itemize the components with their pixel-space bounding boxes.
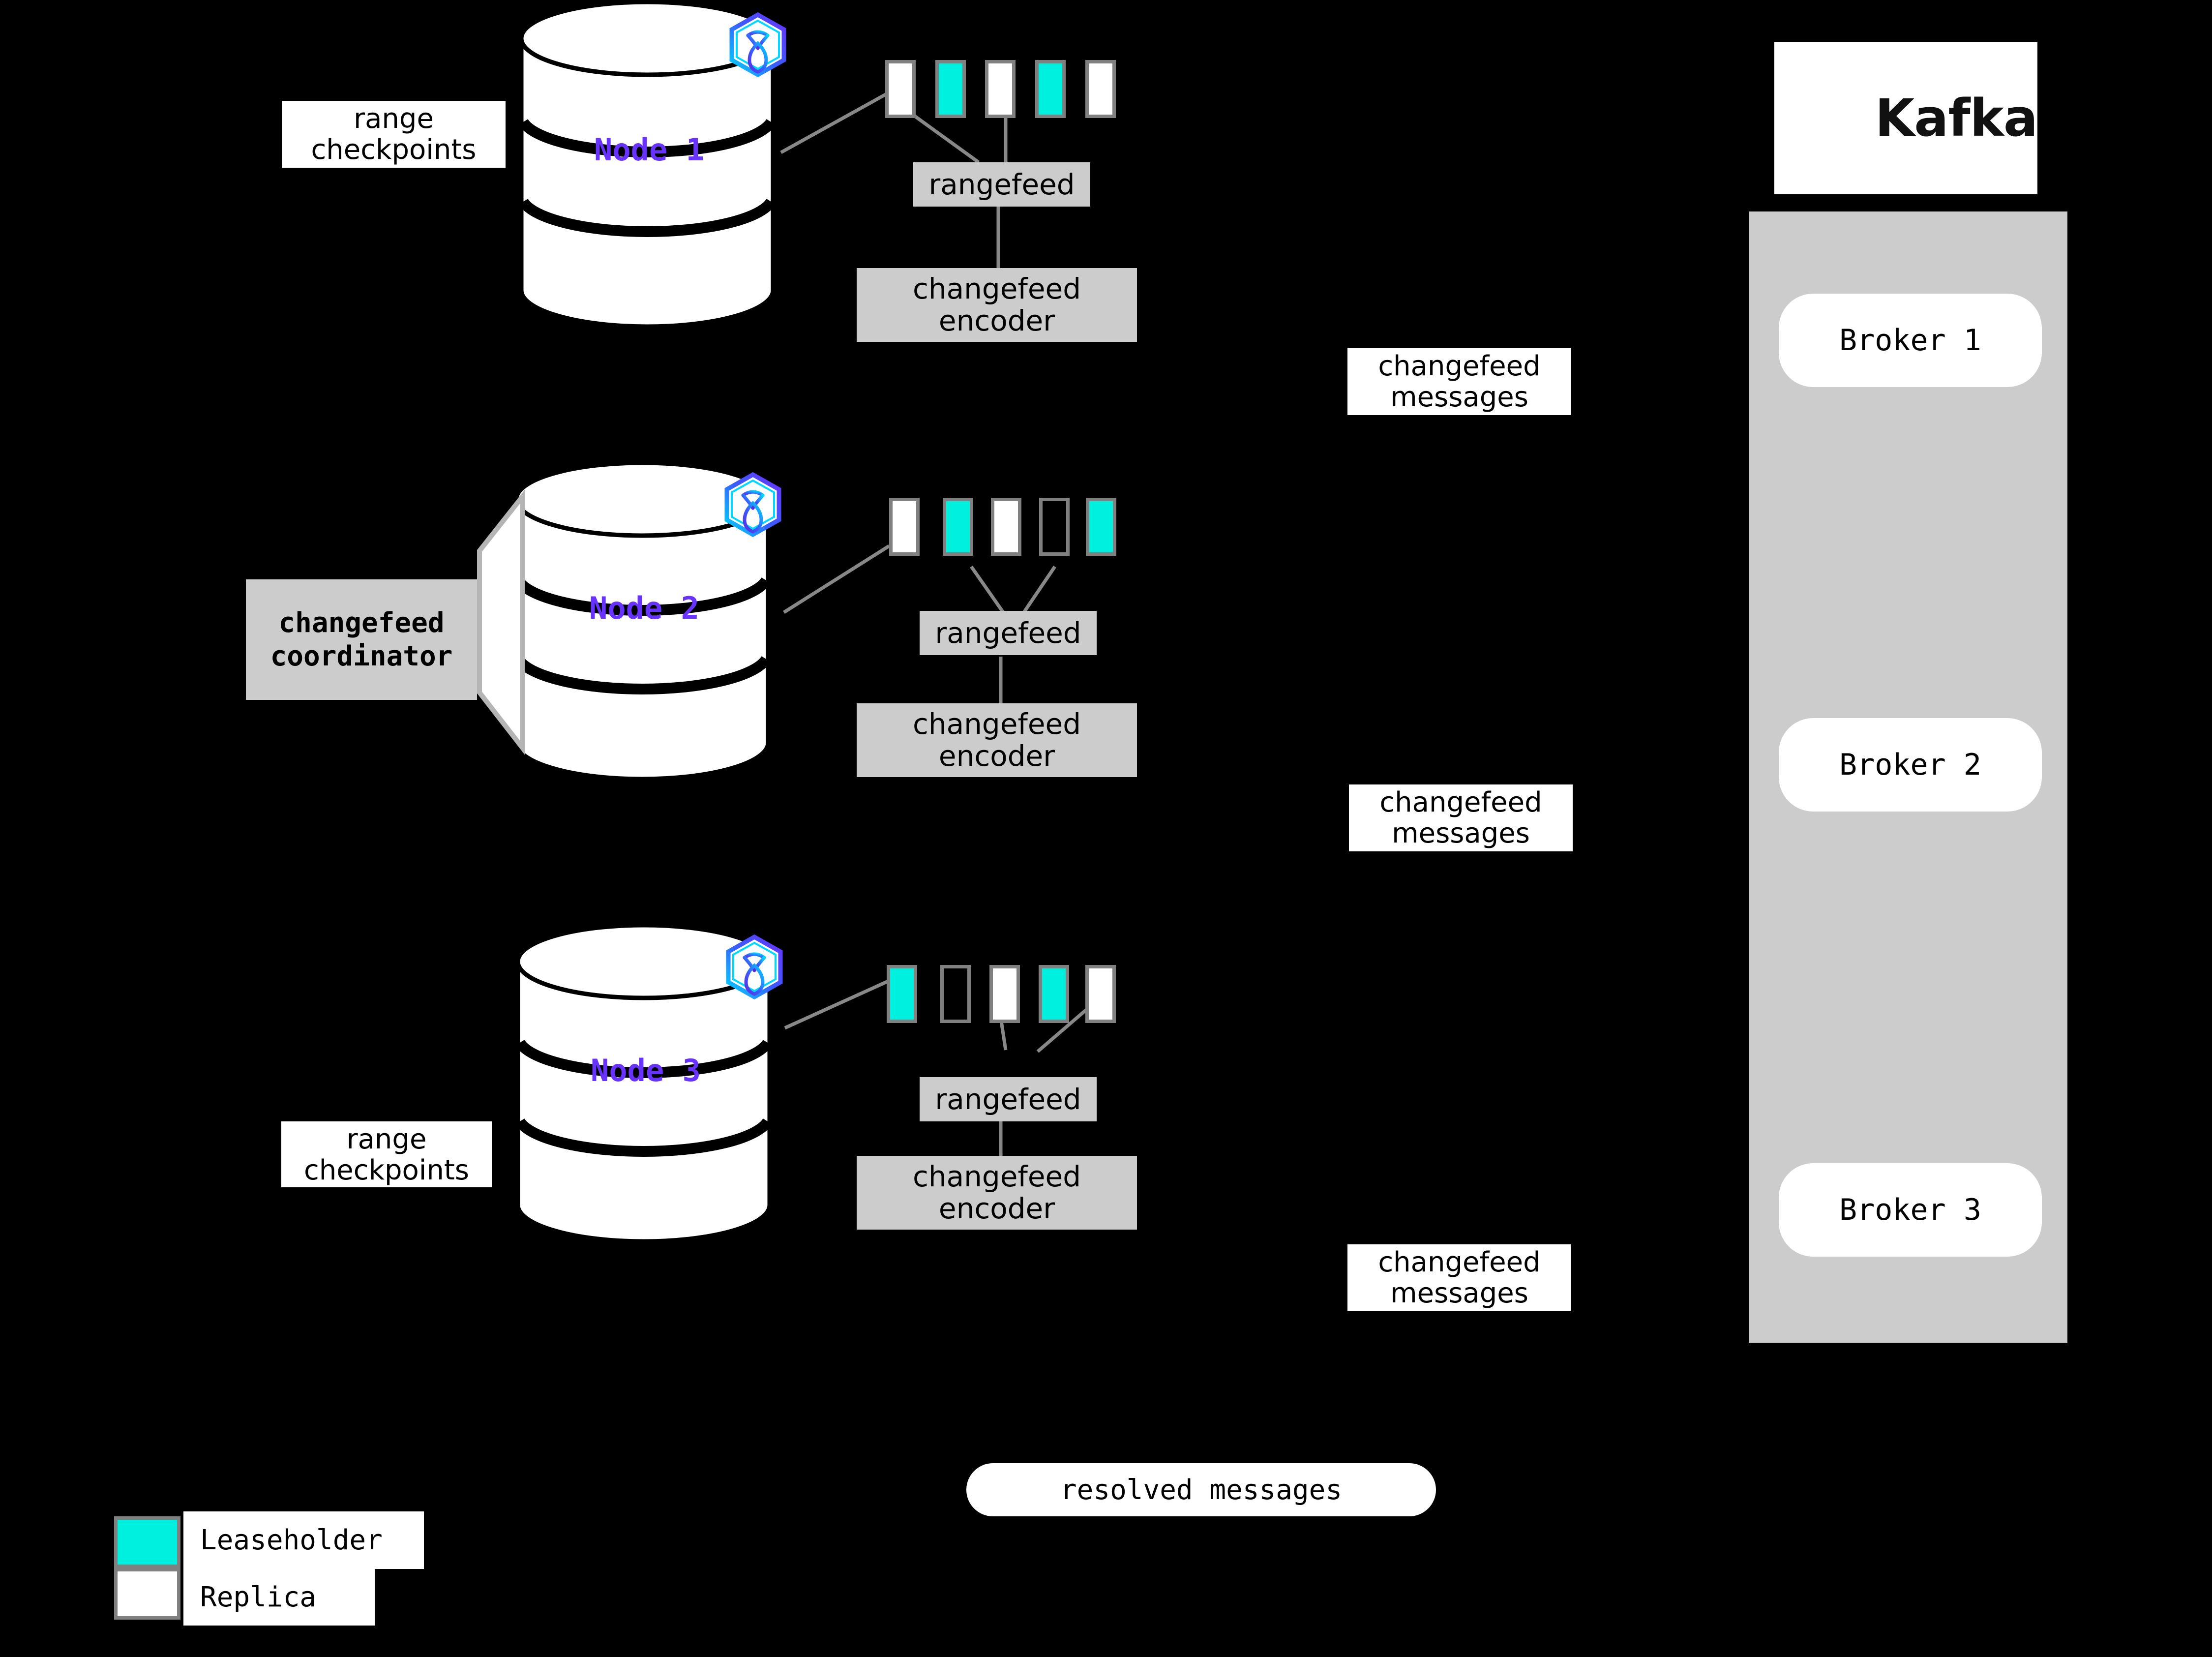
range-cell-leaseholder[interactable]	[943, 498, 973, 556]
range-checkpoints-label-node3: range checkpoints	[281, 1121, 492, 1187]
broker-label: Broker 2	[1839, 748, 1981, 782]
node-label-text: Node 3	[591, 1053, 701, 1088]
legend-swatch-leaseholder	[114, 1516, 180, 1568]
broker-label: Broker 1	[1839, 323, 1981, 358]
encoder-label-line2: encoder	[938, 1192, 1055, 1225]
cockroachdb-logo-node3	[726, 934, 783, 1000]
encoder-label-line1: changefeed	[912, 1160, 1081, 1194]
kafka-wordmark: Kafka	[1875, 88, 2038, 148]
encoder-label-line1: changefeed	[912, 272, 1081, 306]
changefeed-coordinator-box[interactable]: changefeed coordinator	[246, 579, 477, 700]
cockroachdb-logo-node2	[724, 472, 781, 538]
message-line1: changefeed	[1378, 1246, 1541, 1278]
range-cell-leaseholder[interactable]	[1039, 965, 1069, 1023]
node-2-label: Node 2	[531, 590, 757, 626]
coordinator-label-line2: coordinator	[270, 640, 453, 672]
node-3-cylinder	[515, 923, 773, 1244]
range-cell-leaseholder[interactable]	[1086, 498, 1116, 556]
range-cell-replica[interactable]	[991, 498, 1021, 556]
cockroachdb-logo-node1	[729, 12, 786, 78]
range-cell-replica[interactable]	[889, 498, 920, 556]
rangefeed-box-node1[interactable]: rangefeed	[913, 162, 1090, 207]
broker-3-pill[interactable]: Broker 3	[1779, 1163, 2042, 1257]
node-1-cylinder	[518, 0, 776, 329]
broker-2-pill[interactable]: Broker 2	[1779, 718, 2042, 812]
legend-swatch-replica	[114, 1568, 180, 1620]
encoder-label-line1: changefeed	[912, 707, 1081, 741]
rangefeed-label: rangefeed	[935, 616, 1081, 650]
range-cell-replica[interactable]	[985, 60, 1016, 118]
node-1-label: Node 1	[536, 132, 762, 168]
node-2-cylinder	[513, 460, 771, 782]
broker-1-pill[interactable]: Broker 1	[1779, 294, 2042, 387]
resolved-messages-pill[interactable]: resolved messages	[966, 1463, 1436, 1516]
node-label-text: Node 1	[594, 132, 704, 168]
range-cell-leaseholder[interactable]	[887, 965, 917, 1023]
resolved-messages-label: resolved messages	[1060, 1474, 1343, 1506]
range-cell-leaseholder[interactable]	[935, 60, 966, 118]
checkpoint-line1: range	[354, 103, 434, 135]
rangefeed-label: rangefeed	[928, 167, 1075, 201]
changefeed-encoder-box-node2[interactable]: changefeed encoder	[857, 703, 1137, 777]
message-line2: messages	[1390, 1277, 1528, 1309]
range-cell-replica[interactable]	[885, 60, 916, 118]
node-label-text: Node 2	[589, 590, 699, 626]
range-checkpoints-label-node1: range checkpoints	[282, 101, 506, 168]
range-cell-empty[interactable]	[940, 965, 971, 1023]
encoder-label-line2: encoder	[938, 304, 1055, 337]
range-cell-replica[interactable]	[1085, 965, 1116, 1023]
message-line2: messages	[1392, 817, 1530, 849]
legend-text: Replica	[200, 1581, 317, 1613]
legend-text: Leaseholder	[200, 1524, 383, 1556]
range-cell-replica[interactable]	[989, 965, 1020, 1023]
checkpoint-line2: checkpoints	[304, 1154, 469, 1186]
node-3-label: Node 3	[533, 1053, 759, 1088]
changefeed-messages-label-2: changefeed messages	[1349, 784, 1573, 851]
message-line1: changefeed	[1379, 786, 1542, 818]
changefeed-messages-label-1: changefeed messages	[1347, 348, 1571, 415]
checkpoint-line1: range	[346, 1123, 427, 1155]
message-line2: messages	[1390, 381, 1528, 413]
checkpoint-line2: checkpoints	[311, 133, 477, 166]
coordinator-label-line1: changefeed	[278, 607, 445, 639]
changefeed-messages-label-3: changefeed messages	[1347, 1244, 1571, 1311]
range-cell-empty[interactable]	[1039, 498, 1070, 556]
broker-label: Broker 3	[1839, 1193, 1981, 1227]
changefeed-encoder-box-node1[interactable]: changefeed encoder	[857, 268, 1137, 342]
rangefeed-box-node3[interactable]: rangefeed	[920, 1077, 1097, 1121]
coordinator-wedge	[477, 489, 525, 755]
encoder-label-line2: encoder	[938, 739, 1055, 773]
kafka-logo-box: Kafka	[1774, 42, 2038, 194]
message-line1: changefeed	[1378, 350, 1541, 382]
changefeed-encoder-box-node3[interactable]: changefeed encoder	[857, 1156, 1137, 1230]
rangefeed-box-node2[interactable]: rangefeed	[920, 611, 1097, 655]
legend-label-leaseholder: Leaseholder	[183, 1511, 424, 1569]
rangefeed-label: rangefeed	[935, 1082, 1081, 1116]
range-cell-leaseholder[interactable]	[1035, 60, 1066, 118]
legend-label-replica: Replica	[183, 1569, 375, 1626]
range-cell-replica[interactable]	[1085, 60, 1116, 118]
